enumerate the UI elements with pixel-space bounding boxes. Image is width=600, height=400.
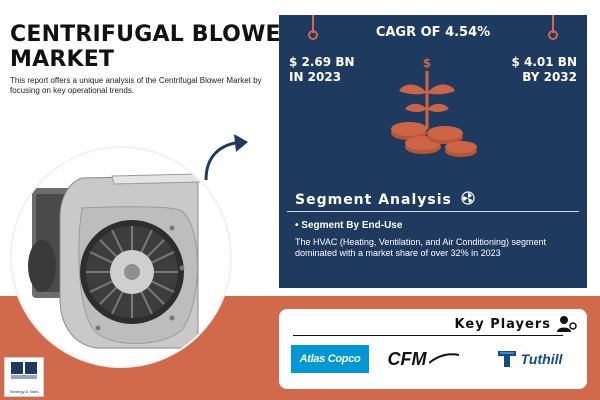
segment-title: Segment Analysis xyxy=(295,191,475,208)
stat-2032-year: BY 2032 xyxy=(522,70,577,84)
logo-cfm: CFM xyxy=(375,345,471,373)
segment-subheading: • Segment By End-Use xyxy=(295,220,403,231)
segment-description: The HVAC (Heating, Ventilation, and Air … xyxy=(295,237,546,258)
key-players-divider xyxy=(293,335,563,336)
stat-2023-value: $ 2.69 BN xyxy=(289,55,355,69)
segment-title-text: Segment Analysis xyxy=(295,192,452,208)
swoosh-icon xyxy=(428,353,459,364)
brand-logo: Strategy & Stats xyxy=(4,357,44,397)
logo-tuthill: Tuthill xyxy=(479,345,579,373)
fan-icon xyxy=(461,191,475,205)
blower-image xyxy=(12,148,230,366)
blower-illustration xyxy=(28,173,201,349)
key-players-title: Key Players xyxy=(454,317,551,332)
brand-text: Strategy & Stats xyxy=(9,389,39,394)
svg-text:$: $ xyxy=(423,56,431,70)
page-subtitle: This report offers a unique analysis of … xyxy=(10,76,262,95)
market-stats-panel: CAGR OF 4.54% $ 2.69 BN IN 2023 $ 4.01 B… xyxy=(279,15,587,288)
pin-icon xyxy=(308,15,318,40)
logo-atlas-copco: Atlas Copco xyxy=(291,345,369,373)
logo-cfm-text: CFM xyxy=(387,348,427,369)
stat-2023: $ 2.69 BN IN 2023 xyxy=(289,55,355,85)
segment-divider xyxy=(287,211,579,212)
title-line-2: MARKET xyxy=(10,47,115,72)
key-players-box: Key Players Atlas Copco CFM Tuthill xyxy=(279,309,587,389)
stat-2023-year: IN 2023 xyxy=(289,70,342,84)
tuthill-t-icon xyxy=(497,351,516,367)
title-line-1: CENTRIFUGAL BLOWER xyxy=(10,22,298,47)
cagr-label: CAGR OF 4.54% xyxy=(375,25,491,40)
stat-2032: $ 4.01 BN BY 2032 xyxy=(511,55,577,85)
brand-mark-icon xyxy=(11,362,37,379)
user-key-icon xyxy=(557,316,577,332)
pin-icon xyxy=(548,15,558,40)
page-title: CENTRIFUGAL BLOWER MARKET xyxy=(10,22,298,72)
arrow-icon xyxy=(204,134,248,181)
money-plant-icon: $ xyxy=(391,56,477,157)
logo-tuthill-text: Tuthill xyxy=(520,351,563,367)
stat-2032-value: $ 4.01 BN xyxy=(511,55,577,69)
